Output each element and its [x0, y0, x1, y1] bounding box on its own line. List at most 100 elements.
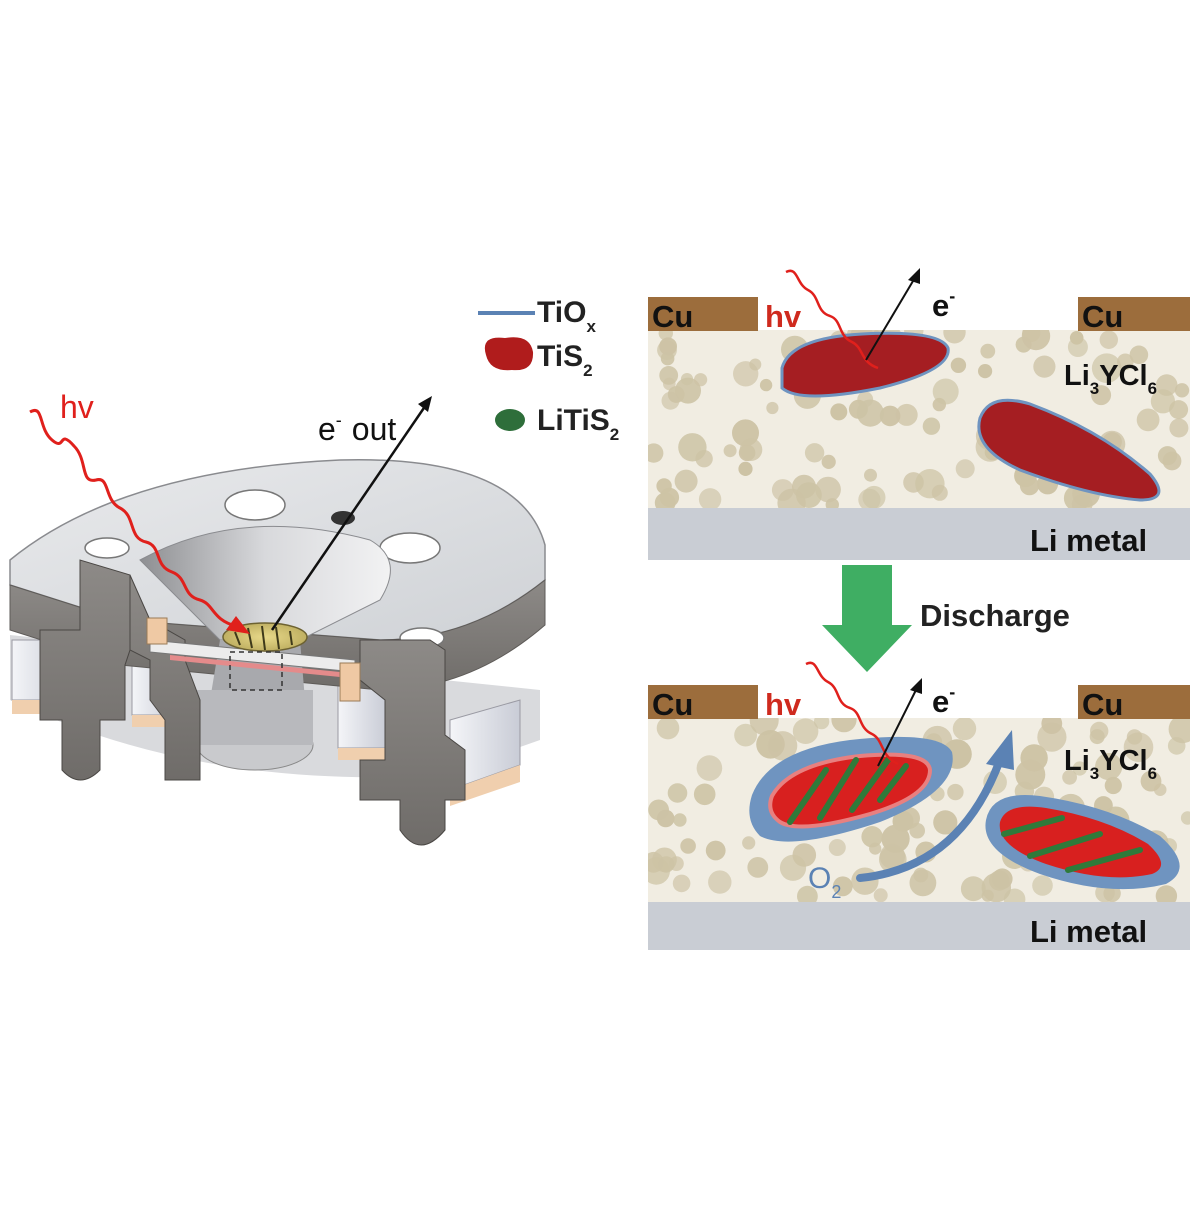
electrolyte-bottom-particle — [749, 718, 779, 736]
panel-top-cu-right-label: Cu — [1082, 299, 1123, 334]
electrolyte-top-particle — [661, 391, 680, 410]
electrolyte-bottom-particle — [708, 870, 732, 894]
electrolyte-top-particle — [796, 482, 822, 508]
electrolyte-top-particle — [1033, 355, 1056, 378]
electrolyte-bottom-particle — [1104, 776, 1122, 795]
electrolyte-bottom-particle — [1180, 811, 1190, 825]
electrolyte-bottom-particle — [779, 854, 807, 881]
discharge-arrow — [822, 565, 912, 672]
panel-top-tis2-particle-1 — [780, 331, 950, 398]
panel-bottom: Cu Cu Li metal Li3YCl6 O2 hv e- — [648, 661, 1190, 950]
electrolyte-top-particle — [723, 444, 737, 458]
electrolyte-bottom-particle — [797, 885, 818, 902]
electrolyte-bottom-particle — [658, 856, 675, 873]
electrolyte-top-particle — [1174, 383, 1190, 398]
electrolyte-top-particle — [856, 399, 884, 427]
e-out-arrow — [270, 401, 430, 631]
discharge-label: Discharge — [920, 598, 1070, 633]
e-out-arrowhead — [418, 396, 432, 412]
electrolyte-bottom-particle — [1032, 875, 1053, 896]
electrolyte-bottom-particle — [873, 888, 888, 902]
panel-top-e-label: e- — [932, 286, 955, 323]
panel-top-tis2-particle-2 — [977, 398, 1161, 502]
electrolyte-top-particle — [895, 403, 918, 426]
bolt-hole-2 — [379, 532, 441, 564]
legend-tis2-swatch — [484, 337, 534, 371]
electrolyte-top-particle — [1169, 418, 1189, 438]
pillar-right — [359, 639, 466, 846]
electrolyte-top-particle — [654, 492, 676, 508]
electrolyte-bottom-particle — [892, 810, 914, 832]
electrolyte-bottom-particle — [705, 840, 726, 861]
electrolyte-bottom-particle — [1168, 718, 1190, 744]
electrolyte-bottom-particle — [656, 809, 675, 828]
bolt-hole-3 — [84, 537, 130, 559]
panel-top-e-arrow — [865, 275, 917, 361]
discharge-arrow-group: Discharge — [822, 565, 1070, 672]
electrolyte-bottom-particle — [734, 723, 757, 747]
beige-layer-right-inner — [338, 748, 386, 760]
electrolyte-top-particle — [1162, 451, 1182, 471]
panel-bottom-tis2-particle-1 — [768, 752, 933, 829]
panel-bottom-cu-right — [1078, 685, 1190, 719]
electrolyte-top-particle — [1129, 345, 1149, 365]
sample-grid-lines — [234, 625, 293, 651]
panel-bottom-electrolyte-label: Li3YCl6 — [1064, 745, 1157, 783]
electrolyte-bottom-particle — [952, 718, 977, 741]
electrolyte-top-particle — [659, 337, 677, 356]
electrolyte-top-particle — [1150, 389, 1175, 414]
electrolyte-bottom-particle — [747, 857, 769, 878]
electrolyte-top-particle — [1091, 385, 1112, 406]
electrolyte-bottom-particle — [1123, 732, 1154, 762]
electrolyte-bottom-particle — [656, 718, 680, 740]
panel-bottom-li-metal-label: Li metal — [1030, 914, 1147, 949]
electrolyte-top-particle — [749, 358, 762, 371]
electrolyte-bottom-particle — [1167, 737, 1186, 755]
panel-bottom-hv-wave — [805, 661, 899, 766]
electrolyte-bottom-particle — [667, 783, 688, 803]
cell-e-out-label: e-out — [318, 410, 396, 447]
panel-top-e-arrowhead — [908, 268, 920, 284]
electrolyte-bottom-particle — [742, 836, 756, 850]
panel-bottom-e-arrow — [877, 685, 919, 767]
sample-red-layer — [170, 655, 350, 678]
panel-top-cu-left-label: Cu — [652, 299, 693, 334]
electrolyte-top-particle — [771, 479, 794, 501]
electrolyte-top-particle — [830, 403, 848, 421]
electrolyte-top-particle — [932, 378, 959, 405]
electrolyte-bottom-particle — [792, 718, 819, 744]
panel-top-hv-label: hv — [765, 299, 802, 334]
electrolyte-bottom-particle — [832, 876, 853, 897]
electrolyte-bottom-particle — [813, 718, 830, 730]
panel-bottom-o2-arrow — [856, 756, 1004, 882]
electrolyte-bottom-particle — [1062, 769, 1077, 785]
electrolyte-top-particle — [1099, 330, 1119, 349]
legend-tis2-label: TiS2 — [537, 340, 593, 380]
electrolyte-top-particle — [678, 433, 707, 462]
panel-bottom-cu-left — [648, 685, 758, 719]
electrolyte-top-particle — [922, 417, 941, 435]
electrolyte-bottom-particle — [909, 822, 925, 839]
electrolyte-top-particle — [821, 454, 836, 469]
electrolyte-bottom-particle — [1072, 761, 1087, 776]
cell-hv-label: hv — [60, 389, 94, 425]
electrolyte-bottom-particle — [1095, 753, 1123, 781]
electrolyte-bottom-particle — [1037, 722, 1067, 752]
legend-litis2-label: LiTiS2 — [537, 404, 619, 444]
panel-bottom-e-arrowhead — [910, 678, 922, 694]
electrolyte-top-particle — [950, 357, 967, 373]
panel-top-hv-wave — [785, 269, 879, 370]
copper-clip-left — [146, 617, 168, 645]
panel-bottom-cu-left-label: Cu — [652, 687, 693, 722]
electrolyte-bottom-particle — [960, 876, 986, 902]
electrolyte-top-particle — [943, 330, 966, 344]
electrolyte-top-particle — [648, 443, 664, 463]
electrolyte-bottom-particle — [696, 755, 723, 781]
panel-top-electrolyte-label: Li3YCl6 — [1064, 360, 1157, 398]
electrolyte-top-particle — [864, 468, 877, 482]
electrolyte-top-particle — [674, 469, 698, 493]
electrolyte-top-particle — [759, 378, 773, 392]
electrolyte-top-particle — [739, 438, 763, 462]
